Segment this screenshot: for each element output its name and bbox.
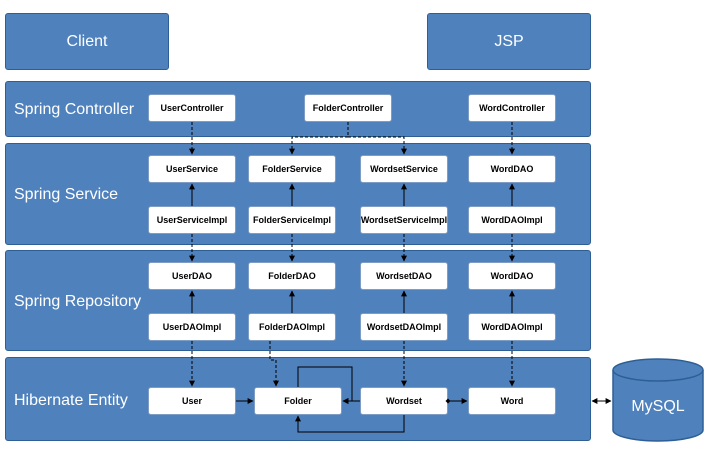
- wordset-service-box: WordsetService: [360, 155, 448, 183]
- folder-controller-box: FolderController: [304, 94, 392, 122]
- spring-controller-label: Spring Controller: [14, 101, 135, 118]
- jsp-label: JSP: [494, 32, 524, 50]
- hibernate-entity-label: Hibernate Entity: [14, 392, 128, 409]
- spring-repository-label: Spring Repository: [14, 293, 142, 310]
- client-box: Client: [5, 13, 169, 70]
- spring-service-label: Spring Service: [14, 186, 119, 203]
- database-cylinder-icon: [612, 358, 704, 442]
- folder-dao-impl-box: FolderDAOImpl: [248, 313, 336, 341]
- word-entity-box: Word: [468, 387, 556, 415]
- client-label: Client: [66, 32, 108, 50]
- jsp-box: JSP: [427, 13, 591, 70]
- folder-dao-box: FolderDAO: [248, 262, 336, 290]
- wordset-dao-impl-box: WordsetDAOImpl: [360, 313, 448, 341]
- user-entity-box: User: [148, 387, 236, 415]
- word-dao-box: WordDAO: [468, 262, 556, 290]
- folder-service-impl-box: FolderServiceImpl: [248, 206, 336, 234]
- user-dao-box: UserDAO: [148, 262, 236, 290]
- word-controller-box: WordController: [468, 94, 556, 122]
- word-dao-impl-service-box: WordDAOImpl: [468, 206, 556, 234]
- folder-entity-box: Folder: [254, 387, 342, 415]
- wordset-entity-box: Wordset: [360, 387, 448, 415]
- mysql-database: MySQL: [612, 358, 704, 442]
- user-service-impl-box: UserServiceImpl: [148, 206, 236, 234]
- wordset-service-impl-box: WordsetServiceImpl: [360, 206, 448, 234]
- word-dao-service-box: WordDAO: [468, 155, 556, 183]
- mysql-label: MySQL: [631, 398, 685, 415]
- user-service-box: UserService: [148, 155, 236, 183]
- word-dao-impl-box: WordDAOImpl: [468, 313, 556, 341]
- wordset-dao-box: WordsetDAO: [360, 262, 448, 290]
- user-dao-impl-box: UserDAOImpl: [148, 313, 236, 341]
- folder-service-box: FolderService: [248, 155, 336, 183]
- user-controller-box: UserController: [148, 94, 236, 122]
